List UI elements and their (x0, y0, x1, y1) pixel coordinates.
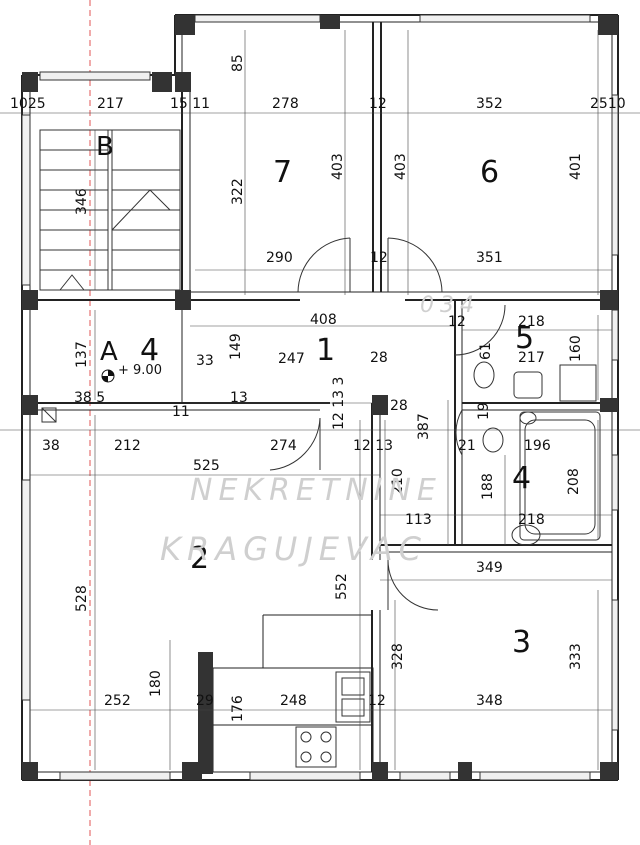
windows (21, 14, 619, 781)
dim-text: 212 (114, 438, 141, 454)
columns (22, 15, 618, 780)
dim-text: 61 (478, 342, 494, 360)
dim-text: 274 (270, 438, 297, 454)
dim-text: 349 (476, 560, 503, 576)
dim-text: 38 (42, 438, 60, 454)
dim-text: 403 (330, 153, 346, 180)
doors (269, 237, 506, 611)
level-value: + 9.00 (118, 363, 162, 378)
dim-text: 28 (390, 398, 408, 414)
dim-text: 85 (230, 54, 246, 72)
room-2-label: 2 (190, 541, 209, 576)
watermark-line2: KRAGUJEVAC (160, 530, 427, 568)
dim-text: 218 (518, 512, 545, 528)
dim-text: 208 (566, 468, 582, 495)
dim-text: 401 (568, 153, 584, 180)
dim-text: 210 (390, 468, 406, 495)
dim-text: 180 (148, 670, 164, 697)
dim-text: 387 (416, 413, 432, 440)
dim-text: 403 (393, 153, 409, 180)
dim-text: 28 (370, 350, 388, 366)
room-b-label: B (96, 132, 114, 162)
dim-text: 346 (74, 188, 90, 215)
dim-text: 290 (266, 250, 293, 266)
dim-text: 12 (448, 314, 466, 330)
dim-text: 252 (104, 693, 131, 709)
room-4-label: 4 (512, 461, 531, 496)
dim-text: 408 (310, 312, 337, 328)
dim-text: 33 (196, 353, 214, 369)
dim-text: 217 (518, 350, 545, 366)
dim-text: 218 (518, 314, 545, 330)
dim-text: 160 (568, 335, 584, 362)
watermark: 034 NEKRETNINE KRAGUJEVAC (160, 293, 480, 568)
dimension-lines (0, 30, 640, 770)
dim-text: 217 (97, 96, 124, 112)
dim-text: 322 (230, 178, 246, 205)
dim-text: 12 13 (353, 438, 393, 454)
room-a4-label: 4 (140, 333, 159, 368)
dim-text: 352 (476, 96, 503, 112)
room-labels: 7 6 1 2 3 4 5 B A 4 (96, 132, 534, 660)
dim-text: 348 (476, 693, 503, 709)
dim-text: 247 (278, 351, 305, 367)
dim-text: 248 (280, 693, 307, 709)
dim-text: 528 (74, 585, 90, 612)
dim-text: 525 (193, 458, 220, 474)
dim-text: 552 (334, 573, 350, 600)
dim-text: 12 (370, 250, 388, 266)
watermark-line1: NEKRETNINE (190, 473, 442, 508)
dim-text: 13 (230, 390, 248, 406)
dim-text: 38 5 (74, 390, 105, 406)
dim-text: 1025 (10, 96, 46, 112)
dim-text: 176 (230, 695, 246, 722)
dim-text: 29 (196, 693, 214, 709)
dim-text: 113 (405, 512, 432, 528)
dim-text: 278 (272, 96, 299, 112)
dim-text: 196 (524, 438, 551, 454)
room-7-label: 7 (273, 155, 292, 190)
dim-text: 19 (476, 402, 492, 420)
dim-text: 351 (476, 250, 503, 266)
fixtures (41, 361, 601, 768)
dim-text: 333 (568, 643, 584, 670)
watermark-phone: 034 (420, 293, 480, 318)
dim-text: 328 (390, 643, 406, 670)
dim-text: 12 13 3 (331, 377, 347, 430)
level-marker: + 9.00 (101, 363, 162, 383)
dim-text: 188 (480, 473, 496, 500)
dim-text: 2510 (590, 96, 626, 112)
staircase (39, 129, 181, 291)
dim-text: 137 (74, 341, 90, 368)
dim-text: 149 (228, 333, 244, 360)
room-3-label: 3 (512, 625, 531, 660)
dim-text: 12 (369, 96, 387, 112)
dim-text: 11 (172, 404, 190, 420)
room-1-label: 1 (316, 333, 335, 368)
room-5-label: 5 (515, 321, 534, 356)
room-6-label: 6 (480, 155, 499, 190)
dim-text: 21 (458, 438, 476, 454)
dim-text: 15 11 (170, 96, 210, 112)
dim-text: 12 (368, 693, 386, 709)
dimension-texts: 85 1025 217 15 11 278 12 352 2510 346 32… (10, 54, 626, 722)
room-a-label: A (100, 337, 118, 367)
